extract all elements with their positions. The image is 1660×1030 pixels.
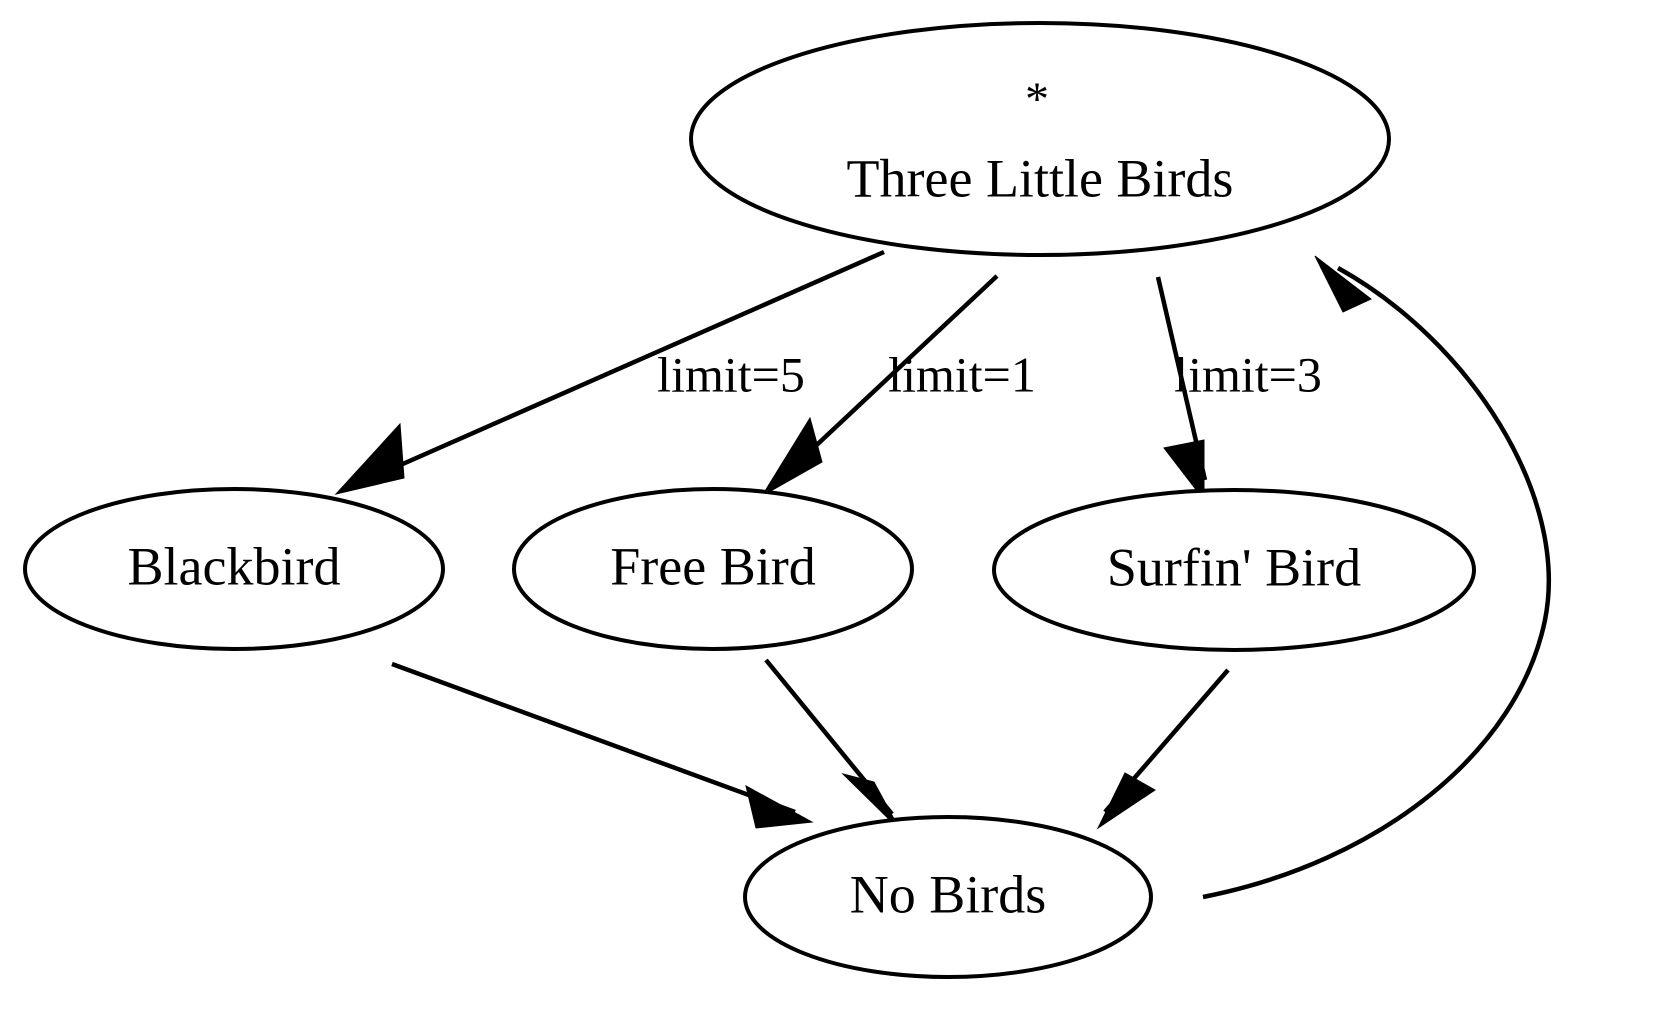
- arrowhead-icon: [841, 773, 901, 831]
- node-shape: [512, 487, 914, 651]
- node-blackbird[interactable]: Blackbird: [23, 487, 445, 651]
- node-shape: [689, 21, 1391, 257]
- edge-label-limit-1: limit=1: [888, 346, 1036, 402]
- node-free-bird[interactable]: Free Bird: [512, 487, 914, 651]
- arrowhead-icon: [745, 785, 814, 829]
- node-label-text: Surfin' Bird: [1107, 537, 1361, 597]
- node-three-little-birds[interactable]: * Three Little Birds: [689, 21, 1391, 257]
- edge-free-bird-to-no-birds[interactable]: [764, 658, 901, 831]
- edge-line: [391, 661, 796, 815]
- node-no-birds[interactable]: No Birds: [743, 815, 1153, 979]
- arrowhead-icon: [1096, 772, 1156, 830]
- edge-no-birds-to-three-little-birds[interactable]: [1202, 255, 1551, 900]
- node-shape: [743, 815, 1153, 979]
- arrowhead-icon: [761, 416, 823, 497]
- edge-three-little-birds-to-surfin-bird[interactable]: [1155, 276, 1208, 502]
- arrowhead-icon: [334, 422, 405, 495]
- node-label-text: Three Little Birds: [847, 148, 1234, 208]
- node-label-text: No Birds: [850, 864, 1047, 924]
- edge-surfin-bird-to-no-birds[interactable]: [1096, 668, 1230, 830]
- edge-blackbird-to-no-birds[interactable]: [391, 661, 814, 829]
- edge-label-group: limit=5 limit=1 limit=3: [657, 346, 1322, 402]
- edge-label-limit-3: limit=3: [1174, 346, 1322, 402]
- node-surfin-bird[interactable]: Surfin' Bird: [992, 488, 1476, 652]
- edge-line: [379, 249, 885, 477]
- edge-group: [334, 249, 1551, 900]
- node-marker-asterisk: *: [1025, 73, 1049, 126]
- node-shape: [23, 487, 445, 651]
- edge-line: [1202, 266, 1551, 900]
- edge-label-limit-5: limit=5: [657, 346, 805, 402]
- node-label-text: Free Bird: [610, 536, 815, 596]
- arrowhead-icon: [1314, 255, 1372, 313]
- edge-three-little-birds-to-free-bird[interactable]: [761, 274, 999, 497]
- node-label-text: Blackbird: [128, 536, 341, 596]
- arrowhead-icon: [1163, 439, 1205, 502]
- edge-three-little-birds-to-blackbird[interactable]: [334, 249, 885, 495]
- node-shape: [992, 488, 1476, 652]
- edge-line: [788, 274, 999, 472]
- node-group: * Three Little Birds Blackbird Free Bird…: [23, 21, 1476, 979]
